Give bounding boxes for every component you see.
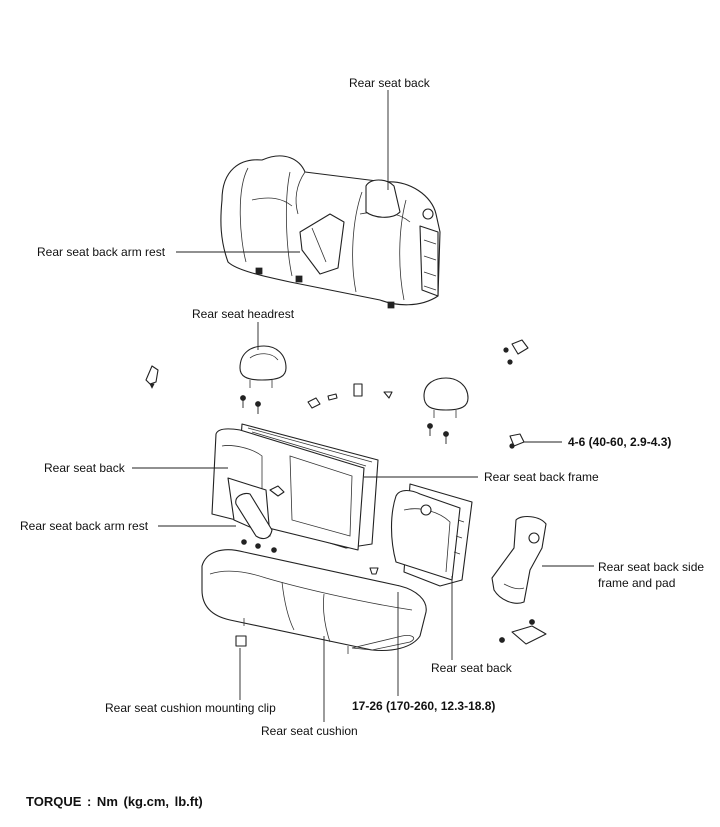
label-rear-seat-back-mid: Rear seat back <box>44 461 125 475</box>
label-rear-seat-back-top: Rear seat back <box>349 76 430 90</box>
headrest-right-drawing <box>423 377 469 418</box>
label-side-frame-pad-line1: Rear seat back side <box>598 560 705 574</box>
hardware-parts <box>145 339 547 647</box>
label-headrest: Rear seat headrest <box>192 307 295 321</box>
rear-seat-back-frame-drawing <box>211 423 379 553</box>
label-cushion-mounting-clip: Rear seat cushion mounting clip <box>105 701 276 715</box>
label-rear-seat-back-right: Rear seat back <box>431 661 512 675</box>
label-seat-back-frame: Rear seat back frame <box>484 470 599 484</box>
torque-spec-lower: 17-26 (170-260, 12.3-18.8) <box>352 699 496 713</box>
rear-seat-back-right-drawing <box>391 483 473 587</box>
torque-spec-upper: 4-6 (40-60, 2.9-4.3) <box>568 435 672 449</box>
rear-seat-cushion-drawing <box>201 549 427 654</box>
rear-seat-back-assembly-drawing <box>220 155 441 309</box>
headrest-left-drawing <box>239 345 287 388</box>
label-arm-rest-mid: Rear seat back arm rest <box>20 519 149 533</box>
leader-lines <box>132 90 594 722</box>
torque-units-legend: TORQUE : Nm (kg.cm, lb.ft) <box>26 794 203 809</box>
label-arm-rest-top: Rear seat back arm rest <box>37 245 166 259</box>
label-side-frame-pad-line2: frame and pad <box>598 576 676 590</box>
side-frame-pad-drawing <box>491 515 547 604</box>
label-seat-cushion: Rear seat cushion <box>261 724 358 738</box>
